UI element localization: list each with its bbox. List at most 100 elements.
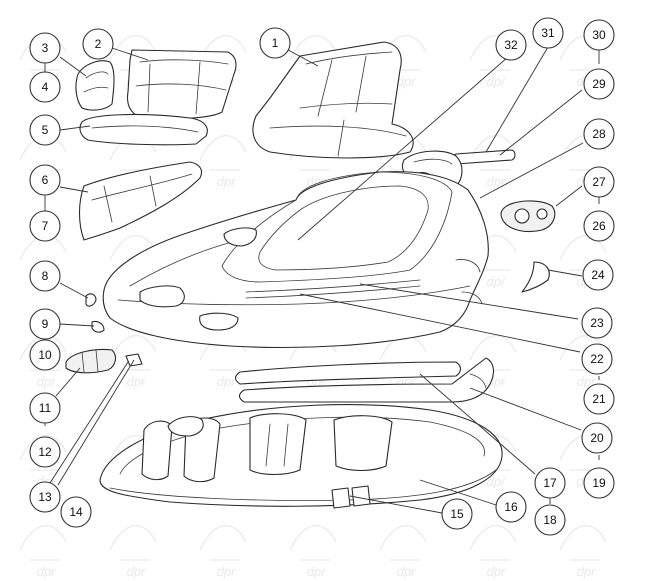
callout-label: 18 <box>543 513 557 527</box>
watermark-tile: dpr <box>379 524 427 579</box>
callout-circle <box>495 29 527 61</box>
callout-22: 22 <box>581 343 613 375</box>
callout-circle <box>29 481 61 513</box>
part-bumper-strip-lower <box>238 357 495 403</box>
watermark-text: dpr <box>217 374 236 389</box>
watermark-text: dpr <box>577 374 596 389</box>
part-rear-seat-assembly <box>252 41 414 159</box>
callout-label: 2 <box>95 37 102 51</box>
watermark-text: dpr <box>37 374 56 389</box>
callout-circle <box>583 467 615 499</box>
callout-circle <box>29 392 61 424</box>
watermark-tile: dpr <box>109 334 157 389</box>
callout-label: 3 <box>42 41 49 55</box>
callout-27: 27 <box>583 166 615 198</box>
callout-21: 21 <box>583 383 615 415</box>
leader-lines <box>44 42 600 514</box>
callout-10: 10 <box>29 339 61 371</box>
callout-label: 27 <box>592 175 606 189</box>
callout-label: 28 <box>592 127 606 141</box>
callout-31: 31 <box>532 17 564 49</box>
callout-3: 3 <box>29 32 61 64</box>
callout-circle <box>29 308 61 340</box>
callout-14: 14 <box>60 496 92 528</box>
callout-15: 15 <box>441 498 473 530</box>
callout-label: 12 <box>38 445 52 459</box>
watermark-text: dpr <box>217 174 236 189</box>
callout-24: 24 <box>582 259 614 291</box>
callout-circle <box>29 164 61 196</box>
watermark-tile: dpr <box>199 524 247 579</box>
watermark-text: dpr <box>487 74 506 89</box>
callout-label: 6 <box>42 173 49 187</box>
watermark-tile: dpr <box>199 134 247 189</box>
watermark-text: dpr <box>487 174 506 189</box>
callout-label: 30 <box>592 28 606 42</box>
part-seat-base-pad <box>79 113 208 146</box>
watermark-tile: dpr <box>19 524 67 579</box>
callout-label: 4 <box>42 80 49 94</box>
callout-circle <box>29 32 61 64</box>
watermark-text: dpr <box>217 564 236 579</box>
watermark-text: dpr <box>307 564 326 579</box>
callout-circle <box>259 27 291 59</box>
part-clip-8 <box>85 293 97 307</box>
callout-label: 23 <box>590 316 604 330</box>
callout-label: 32 <box>504 38 518 52</box>
part-clip-9 <box>91 320 105 333</box>
callout-label: 21 <box>592 392 606 406</box>
watermark-text: dpr <box>487 474 506 489</box>
watermark-text: dpr <box>397 74 416 89</box>
callout-label: 11 <box>39 401 52 415</box>
watermark-text: dpr <box>127 564 146 579</box>
callout-circle <box>534 467 566 499</box>
callout-circle <box>29 71 61 103</box>
callout-5: 5 <box>29 114 61 146</box>
watermark-tile: dpr <box>109 524 157 579</box>
callout-circle <box>29 114 61 146</box>
part-trim-strip <box>452 149 516 165</box>
callout-30: 30 <box>583 19 615 51</box>
part-small-seat-back <box>75 60 115 111</box>
callout-label: 7 <box>42 219 49 233</box>
callout-13: 13 <box>29 481 61 513</box>
part-body-stripe <box>245 279 421 299</box>
callout-circle <box>532 17 564 49</box>
part-bench-seat-cushion <box>126 49 237 120</box>
callout-12: 12 <box>29 436 61 468</box>
part-emblem-cap <box>500 200 556 233</box>
callout-28: 28 <box>583 118 615 150</box>
callout-label: 10 <box>38 348 52 362</box>
callout-11: 11 <box>29 392 61 424</box>
callout-17: 17 <box>534 467 566 499</box>
callout-label: 13 <box>38 490 52 504</box>
callout-label: 26 <box>592 219 606 233</box>
callout-label: 22 <box>590 352 604 366</box>
callout-label: 31 <box>541 26 555 40</box>
callout-8: 8 <box>29 260 61 292</box>
callout-label: 9 <box>42 317 49 331</box>
callout-2: 2 <box>82 28 114 60</box>
watermark-tile: dpr <box>469 524 517 579</box>
watermark-tile: dpr <box>469 134 517 189</box>
callout-4: 4 <box>29 71 61 103</box>
watermark-text: dpr <box>487 564 506 579</box>
watermark-tile: dpr <box>559 524 607 579</box>
callout-circle <box>581 422 613 454</box>
part-bumper-strip-upper <box>234 361 462 385</box>
callout-circle <box>29 436 61 468</box>
callout-29: 29 <box>583 68 615 100</box>
part-side-panel <box>78 161 203 241</box>
callout-circle <box>582 259 614 291</box>
callout-7: 7 <box>29 210 61 242</box>
callout-circle <box>495 491 527 523</box>
callout-label: 8 <box>42 269 49 283</box>
watermark-tile: dpr <box>469 34 517 89</box>
callout-circle <box>583 68 615 100</box>
callout-19: 19 <box>583 467 615 499</box>
callout-26: 26 <box>583 210 615 242</box>
callout-label: 20 <box>590 431 604 445</box>
watermark-text: dpr <box>37 564 56 579</box>
callout-label: 29 <box>592 77 606 91</box>
